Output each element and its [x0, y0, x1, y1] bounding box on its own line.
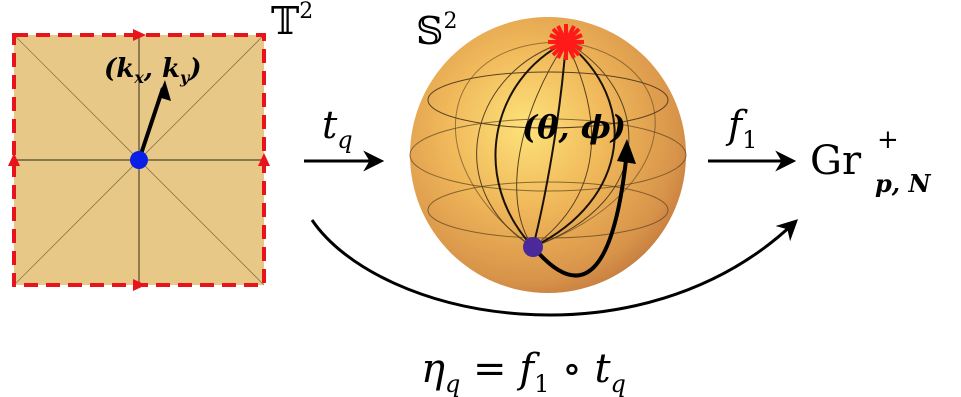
right-edge-arrow-icon	[258, 153, 270, 166]
sphere-trajectory-arrowhead-icon	[617, 139, 636, 164]
sphere-point	[523, 237, 543, 257]
t-q-label: tq	[322, 103, 353, 154]
grassmannian-sup: +	[877, 125, 899, 155]
grassmannian-target: Gr + p, N	[810, 125, 931, 198]
sphere-point-label: (θ, ϕ)	[522, 108, 626, 146]
map-t-q: tq	[304, 103, 385, 172]
torus-momentum-vector	[137, 87, 165, 161]
torus-panel: (kx, ky) 𝕋2	[8, 0, 313, 291]
torus-boundary-arrows	[8, 29, 270, 291]
sphere-pole-center	[558, 34, 574, 50]
sphere-body	[410, 17, 686, 293]
torus-point-label: (kx, ky)	[104, 54, 202, 87]
top-edge-arrow-icon	[133, 29, 146, 41]
sphere-trajectory	[532, 159, 628, 278]
f-1-label: f1	[725, 103, 757, 154]
bottom-edge-arrow-icon	[133, 279, 146, 291]
grassmannian-base: Gr	[810, 138, 862, 184]
torus-symbol: 𝕋2	[271, 0, 313, 43]
sphere-panel: (θ, ϕ) 𝕊2	[409, 9, 687, 293]
torus-point	[130, 151, 148, 169]
sphere-meridians	[494, 41, 616, 248]
sphere-symbol: 𝕊2	[416, 9, 457, 53]
map-eta-q: ηq = f1 ∘ tq	[310, 219, 799, 397]
sphere-grid-lines	[409, 41, 687, 248]
grassmannian-sub: p, N	[875, 169, 931, 198]
map-f-1: f1	[708, 103, 797, 172]
torus-vector-arrowhead-icon	[158, 80, 171, 101]
left-edge-arrow-icon	[8, 153, 20, 166]
composite-map-equation: ηq = f1 ∘ tq	[421, 346, 626, 397]
eta-q-curved-arrow	[310, 219, 799, 317]
